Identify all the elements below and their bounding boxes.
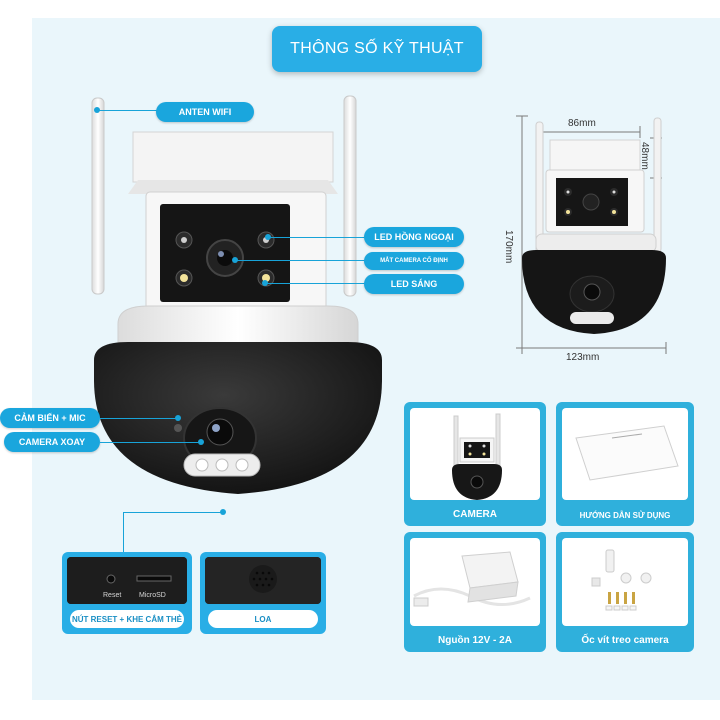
label-mat-camera-co-dinh: MẮT CAMERA CỐ ĐỊNH [364, 252, 464, 270]
callout-line-rotating [100, 442, 200, 443]
microsd-text: MicroSD [139, 592, 166, 599]
label-camera-xoay: CAMERA XOAY [4, 432, 100, 452]
dim-height-170: 170mm [503, 230, 514, 264]
detail-reset-image: Reset MicroSD [67, 557, 187, 604]
callout-line-bottom-h [123, 512, 223, 513]
package-power-image [410, 538, 540, 626]
page-title: THÔNG SỐ KỸ THUẬT [290, 40, 464, 57]
detail-speaker-image [205, 557, 321, 604]
package-label-manual: HƯỚNG DẪN SỬ DỤNG [579, 511, 671, 520]
callout-dot-bottom [220, 509, 226, 515]
package-label-screws: Ốc vít treo camera [581, 635, 669, 646]
package-card-screws: Ốc vít treo camera [556, 532, 694, 652]
package-manual-image [562, 408, 688, 500]
callout-dot-rotating [198, 439, 204, 445]
callout-line-anten [98, 110, 158, 111]
label-anten-wifi: ANTEN WIFI [156, 102, 254, 122]
dim-width-123: 123mm [566, 352, 600, 363]
callout-line-sensor [100, 418, 178, 419]
label-cam-bien-mic: CẢM BIẾN + MIC [0, 408, 100, 428]
speaker-label: LOA [208, 610, 318, 628]
package-card-manual: HƯỚNG DẪN SỬ DỤNG [556, 402, 694, 526]
package-camera-image [410, 408, 540, 500]
dim-height-48: 48mm [639, 142, 650, 170]
detail-reset-slot: Reset MicroSD NÚT RESET + KHE CẮM THẺ [62, 552, 192, 634]
callout-line-fixed-cam [236, 260, 366, 261]
dimension-camera-image [516, 115, 667, 354]
reset-text: Reset [103, 592, 121, 599]
package-card-camera: CAMERA [404, 402, 546, 526]
callout-line-bottom-v [123, 512, 124, 556]
reset-slot-label: NÚT RESET + KHE CẮM THẺ [70, 610, 184, 628]
callout-dot-sensor [175, 415, 181, 421]
package-label-power: Nguồn 12V - 2A [438, 635, 512, 646]
main-camera-image [91, 95, 382, 494]
label-led-hong-ngoai: LED HỒNG NGOẠI [364, 227, 464, 247]
package-screws-image [562, 538, 688, 626]
label-led-sang: LED SÁNG [364, 274, 464, 294]
detail-speaker: LOA [200, 552, 326, 634]
dim-width-86: 86mm [568, 118, 596, 129]
package-label-camera: CAMERA [453, 509, 497, 520]
package-card-power: Nguồn 12V - 2A [404, 532, 546, 652]
callout-dot-fixed-cam [232, 257, 238, 263]
callout-line-led-sang [266, 283, 366, 284]
callout-dot-led-sang [262, 280, 268, 286]
callout-line-led-ir [268, 237, 366, 238]
title-banner: THÔNG SỐ KỸ THUẬT [272, 26, 482, 72]
callout-dot-anten [94, 107, 100, 113]
